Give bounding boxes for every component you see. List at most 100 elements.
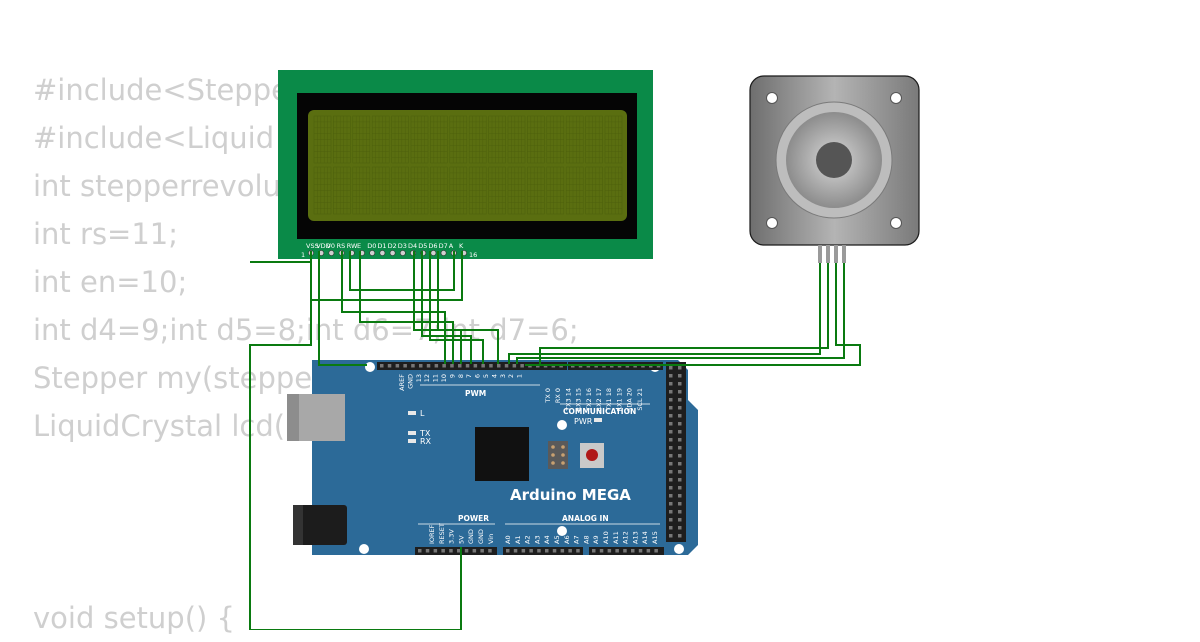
icsp-header: [548, 441, 568, 469]
board-pin-label: 10: [440, 374, 448, 382]
lcd-pin-label: RS: [337, 242, 346, 250]
board-pin-label: A12: [622, 531, 630, 544]
code-line: void setup() {: [33, 601, 235, 635]
board-pin-label: 8: [457, 374, 465, 378]
board-pin-label: 4: [490, 374, 498, 378]
led-tx: [408, 431, 416, 435]
lcd-pin-label: K: [459, 242, 464, 250]
board-pin-label: IOREF: [428, 524, 436, 544]
board-pin-label: SCL 21: [636, 388, 644, 411]
board-pin-label: RX2 17: [595, 388, 603, 411]
led-l-label: L: [420, 409, 425, 418]
board-pin-label: A8: [582, 535, 590, 544]
board-pin-label: RX 0: [554, 388, 562, 403]
motor-shaft: [816, 142, 852, 178]
board-pin-label: A4: [543, 535, 551, 544]
lcd-pin-d0[interactable]: [369, 250, 376, 256]
communication-label: COMMUNICATION: [563, 407, 636, 416]
motor-screw-hole: [766, 217, 778, 229]
mounting-hole: [557, 420, 567, 430]
lcd-pin-label: VDD: [316, 242, 330, 250]
lcd-pin-d6[interactable]: [430, 250, 437, 256]
analog-header-a: [503, 547, 583, 555]
lcd-pin-label: D7: [439, 242, 448, 250]
board-pin-label: TX3 14: [564, 388, 572, 412]
board-pin-label: A1: [514, 535, 522, 544]
board-pin-label: 12: [423, 374, 431, 382]
led-rx: [408, 439, 416, 443]
mounting-hole: [674, 544, 684, 554]
lcd-pin-label: A: [449, 242, 454, 250]
led-rx-label: RX: [420, 437, 432, 446]
motor-screw-hole: [890, 217, 902, 229]
board-pin-label: RESET: [438, 523, 446, 544]
code-line: int d4=9;int d5=8;int d6=7;int d7=6;: [33, 313, 579, 347]
board-pin-label: 2: [507, 374, 515, 378]
power-label: POWER: [458, 514, 489, 523]
code-line: Stepper my(steppe: [33, 361, 313, 395]
board-pin-label: 1: [516, 374, 524, 378]
board-pin-label: A6: [563, 535, 571, 544]
board-pin-label: A10: [602, 531, 610, 544]
board-pin-label: TX2 16: [585, 388, 593, 412]
lcd-pin-label: VSS: [306, 242, 319, 250]
pwm-label: PWM: [465, 389, 486, 398]
lcd-pin-d2[interactable]: [389, 250, 396, 256]
power-jack: [293, 505, 347, 545]
led-l: [408, 411, 416, 415]
lcd-pin-d7[interactable]: [440, 250, 447, 256]
board-pin-label: A2: [524, 535, 532, 544]
board-pin-label: 3: [499, 374, 507, 378]
lcd-pin-label: D1: [377, 242, 386, 250]
lcd-pin-d3[interactable]: [399, 250, 406, 256]
code-line: int rs=11;: [33, 217, 179, 251]
board-pin-label: A9: [592, 535, 600, 544]
lcd-character-grid: [313, 115, 623, 215]
mounting-hole: [359, 544, 369, 554]
led-tx-label: TX: [419, 429, 431, 438]
board-pin-label: 5: [482, 374, 490, 378]
digital-header: [377, 362, 567, 370]
board-pin-label: SDA 20: [626, 388, 634, 412]
board-name: Arduino MEGA: [510, 486, 631, 504]
stepper-motor[interactable]: [749, 75, 920, 263]
board-pin-label: A5: [553, 535, 561, 544]
arduino-mega-board[interactable]: L TX RX PWR Arduino MEGA PWM COMMUNICATI…: [287, 360, 698, 555]
microcontroller-chip: [475, 427, 529, 481]
board-pin-label: 6: [474, 374, 482, 378]
board-pin-label: A7: [573, 535, 581, 544]
board-pin-label: A11: [612, 531, 620, 544]
code-line: int stepperrevolu: [33, 169, 281, 203]
board-pin-label: RX3 15: [575, 388, 583, 411]
board-pin-label: GND: [406, 374, 414, 389]
code-line: int en=10;: [33, 265, 188, 299]
lcd-pin-d1[interactable]: [379, 250, 386, 256]
board-pin-label: 5V: [457, 535, 465, 544]
lcd-pin-label: V0: [326, 242, 335, 250]
lcd-screen: [308, 110, 627, 221]
code-line: LiquidCrystal lcd(: [33, 409, 286, 443]
power-header: [415, 547, 497, 555]
lcd-pin-label: E: [357, 242, 361, 250]
lcd-pin-label: D0: [367, 242, 376, 250]
mounting-hole: [365, 362, 375, 372]
code-line: #include<Steppe: [33, 73, 289, 107]
board-pin-label: 7: [465, 374, 473, 378]
lcd-pin-label: D6: [428, 242, 437, 250]
pwr-label: PWR: [574, 417, 593, 426]
lcd-pin-label: D3: [398, 242, 407, 250]
analog-in-label: ANALOG IN: [562, 514, 609, 523]
lcd-pin-label: D5: [418, 242, 427, 250]
board-pin-label: 13: [415, 374, 423, 382]
board-pin-label: GND: [467, 529, 475, 544]
board-pin-label: TX 0: [544, 388, 552, 404]
double-row-header: [666, 362, 686, 542]
lcd-pin-label: D2: [388, 242, 397, 250]
lcd-pin-label: RW: [347, 242, 358, 250]
motor-screw-hole: [766, 92, 778, 104]
lcd-pin-v0[interactable]: [328, 250, 335, 256]
board-pin-label: 9: [448, 374, 456, 378]
